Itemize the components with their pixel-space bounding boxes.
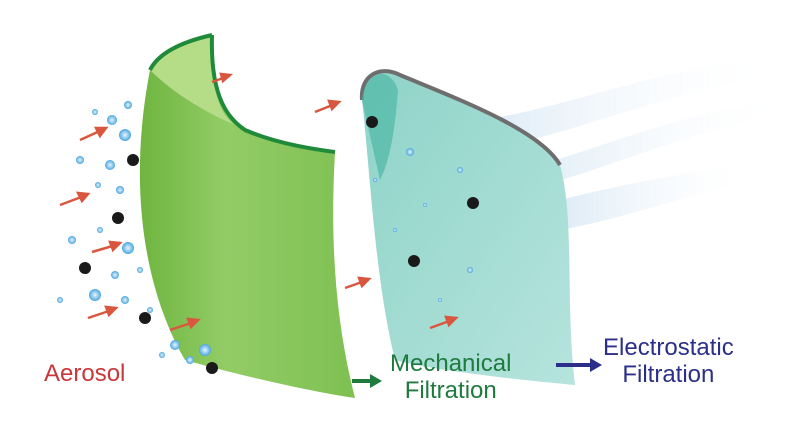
solid-particle <box>139 312 151 324</box>
water-droplet <box>393 228 397 232</box>
water-droplet <box>105 160 115 170</box>
electrostatic-line1: Electrostatic <box>603 334 734 361</box>
electrostatic-line2: Filtration <box>622 361 715 388</box>
water-droplet <box>199 344 211 356</box>
water-droplet <box>159 352 165 358</box>
green-layer-back <box>150 35 235 125</box>
solid-particle <box>206 362 218 374</box>
water-droplet <box>147 307 153 313</box>
water-droplet <box>92 109 98 115</box>
water-droplet <box>122 242 134 254</box>
water-droplet <box>116 186 124 194</box>
water-droplet <box>457 167 463 173</box>
mechanical-arrow <box>352 374 382 388</box>
water-droplet <box>89 289 101 301</box>
water-droplet <box>119 129 131 141</box>
air-flow-streaks <box>480 55 790 230</box>
water-droplet <box>373 178 377 182</box>
mechanical-filtration-label: Mechanical Filtration <box>390 350 511 404</box>
water-droplet <box>111 271 119 279</box>
solid-particle <box>408 255 420 267</box>
electrostatic-filtration-label: Electrostatic Filtration <box>603 334 734 388</box>
water-droplet <box>68 236 76 244</box>
water-droplet <box>137 267 143 273</box>
solid-particle <box>112 212 124 224</box>
water-droplet <box>467 267 473 273</box>
water-droplet <box>76 156 84 164</box>
electrostatic-filter-layer <box>361 71 575 385</box>
electrostatic-arrow <box>556 358 602 372</box>
water-droplet <box>95 182 101 188</box>
water-droplet <box>438 298 442 302</box>
mechanical-line2: Filtration <box>404 377 497 404</box>
water-droplet <box>170 340 180 350</box>
solid-particle <box>366 116 378 128</box>
solid-particle <box>467 197 479 209</box>
water-droplet <box>121 296 129 304</box>
flow-arrows <box>59 72 459 332</box>
water-droplet <box>423 203 427 207</box>
solid-particle <box>127 154 139 166</box>
water-droplet <box>406 148 414 156</box>
teal-layer-inner <box>362 73 398 180</box>
water-droplet <box>107 115 117 125</box>
mechanical-filter-layer <box>139 35 355 398</box>
water-droplet <box>124 101 132 109</box>
water-droplet <box>97 227 103 233</box>
electrostatic-layer-top-edge <box>359 69 562 167</box>
water-droplet <box>57 297 63 303</box>
aerosol-label: Aerosol <box>44 360 126 387</box>
aerosol-particles <box>57 101 479 374</box>
mechanical-line1: Mechanical <box>390 350 512 377</box>
solid-particle <box>79 262 91 274</box>
water-droplet <box>186 356 194 364</box>
